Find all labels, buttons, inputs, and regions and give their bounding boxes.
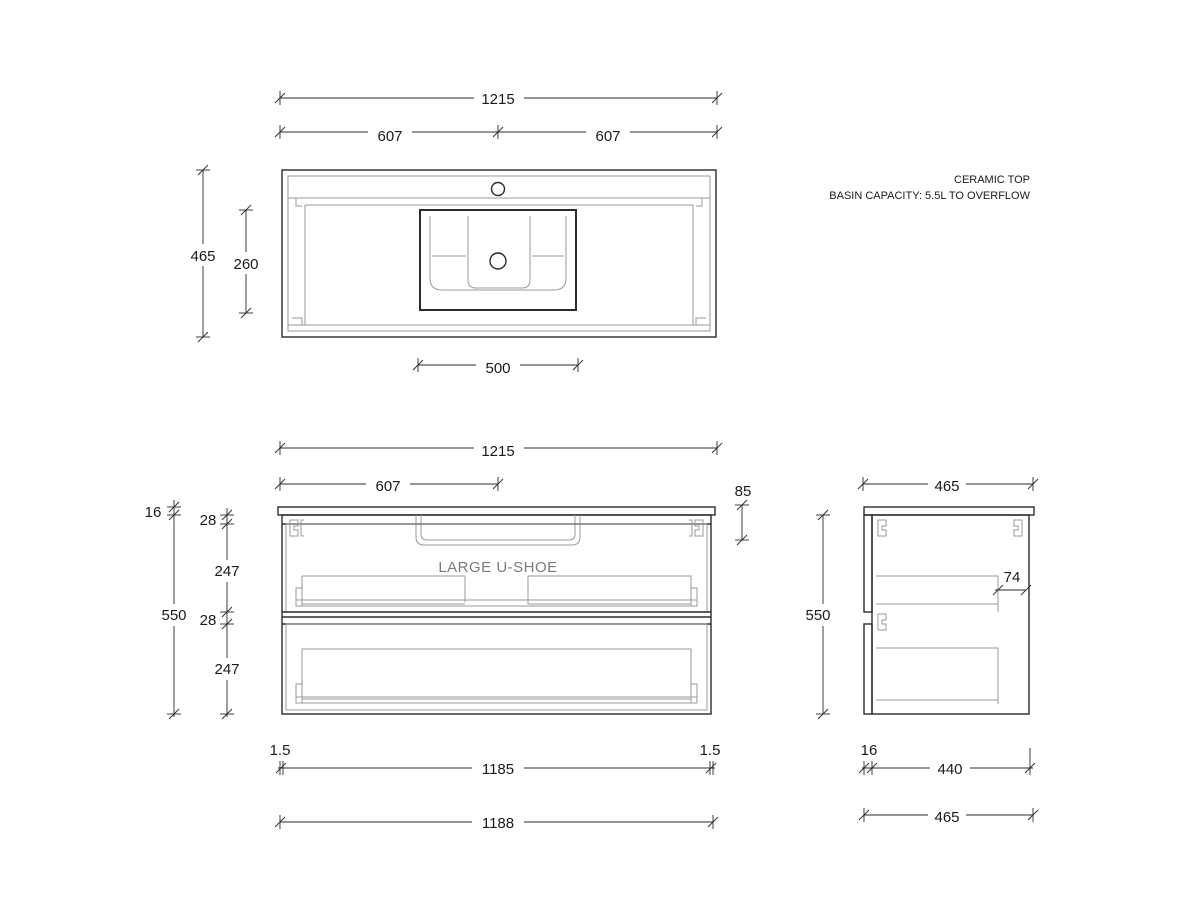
dim-basin-depth: 260 bbox=[229, 204, 263, 319]
dim-label: 28 bbox=[200, 612, 217, 629]
dim-label: 247 bbox=[214, 661, 239, 678]
dim-label: 1215 bbox=[481, 91, 514, 108]
dim-label: 260 bbox=[233, 256, 258, 273]
dim-label: 74 bbox=[1004, 569, 1021, 586]
dim-label: 1.5 bbox=[270, 742, 291, 759]
dim-label: 550 bbox=[805, 607, 830, 624]
dim-front-height: 16 550 bbox=[145, 500, 193, 720]
top-view: 1215 607 607 465 bbox=[186, 88, 723, 377]
dim-label: 1188 bbox=[482, 815, 514, 832]
dim-label: 500 bbox=[485, 360, 510, 377]
front-view: 1215 607 LARG bbox=[145, 438, 752, 832]
dim-cabinet-width: 1188 bbox=[274, 812, 719, 832]
dim-basin-width: 500 bbox=[412, 355, 584, 377]
dim-label: 16 bbox=[145, 504, 162, 521]
dim-side-height: 550 bbox=[804, 509, 842, 720]
spec-notes: CERAMIC TOP BASIN CAPACITY: 5.5L TO OVER… bbox=[829, 174, 1030, 202]
cabinet-outline bbox=[281, 514, 712, 715]
dim-label: 465 bbox=[190, 248, 215, 265]
dim-label: 465 bbox=[934, 478, 959, 495]
dim-label: 16 bbox=[861, 742, 878, 759]
dim-front-overall-width: 1215 bbox=[274, 438, 723, 460]
dim-side-top-depth: 465 bbox=[857, 474, 1039, 495]
dim-label: 1185 bbox=[482, 761, 514, 778]
dim-top-halves: 607 607 bbox=[274, 122, 723, 145]
dim-label: 247 bbox=[214, 563, 239, 580]
dim-inner-width: 1.5 1.5 1185 bbox=[270, 742, 721, 778]
ceramic-top-slab bbox=[277, 506, 716, 516]
dim-label: 28 bbox=[200, 512, 217, 529]
dim-label: 440 bbox=[937, 761, 962, 778]
side-cabinet-outline bbox=[871, 514, 1030, 715]
ceramic-top-outline bbox=[281, 169, 717, 338]
dim-label: 85 bbox=[735, 483, 752, 500]
dim-side-overall-depth: 465 bbox=[858, 805, 1039, 826]
dim-top-overall-width: 1215 bbox=[274, 88, 723, 108]
basin-outline bbox=[419, 209, 577, 311]
dim-side-inner-depth: 16 440 bbox=[858, 742, 1036, 778]
side-view: 465 74 550 16 bbox=[804, 474, 1039, 826]
dim-front-half-width: 607 bbox=[274, 474, 504, 495]
dim-label: 607 bbox=[377, 128, 402, 145]
dim-label: 1215 bbox=[481, 443, 514, 460]
dim-splash: 85 bbox=[735, 483, 752, 546]
drain-hole bbox=[489, 252, 507, 270]
dim-label: 607 bbox=[375, 478, 400, 495]
note-basin-capacity: BASIN CAPACITY: 5.5L TO OVERFLOW bbox=[829, 190, 1030, 202]
dim-label: 607 bbox=[595, 128, 620, 145]
dim-label: 1.5 bbox=[700, 742, 721, 759]
dim-drawer-stack: 28 247 28 247 bbox=[200, 508, 244, 720]
note-ceramic-top: CERAMIC TOP bbox=[954, 174, 1030, 186]
side-top-slab bbox=[863, 506, 1035, 516]
tap-hole bbox=[490, 181, 506, 197]
drawer-label: LARGE U-SHOE bbox=[438, 559, 557, 576]
dim-label: 550 bbox=[161, 607, 186, 624]
dim-top-depth: 465 bbox=[186, 164, 220, 343]
dim-label: 465 bbox=[934, 809, 959, 826]
